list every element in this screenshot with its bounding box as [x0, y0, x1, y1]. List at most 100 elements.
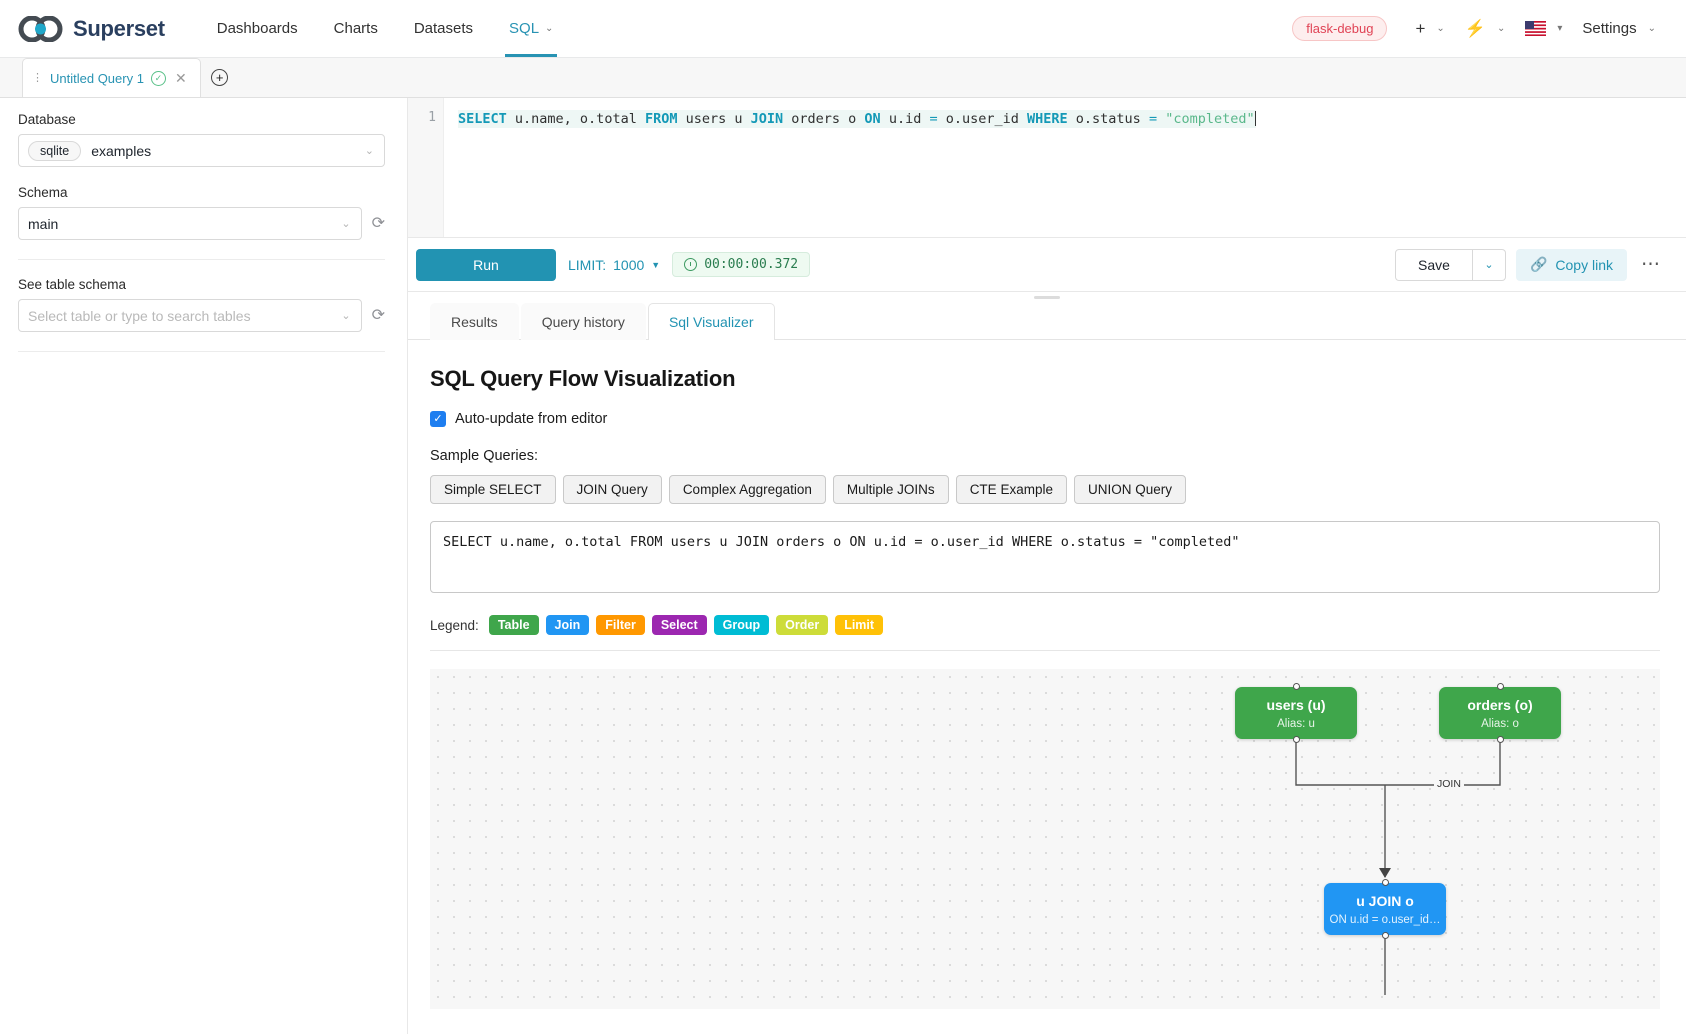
page-title: SQL Query Flow Visualization	[430, 366, 736, 391]
nav-link-dashboards[interactable]: Dashboards	[199, 0, 316, 57]
sample-button-join-query[interactable]: JOIN Query	[562, 475, 662, 504]
chevron-down-icon: ⌄	[341, 218, 351, 230]
legend-badge-limit: Limit	[835, 615, 884, 635]
editor-line-number: 1	[428, 110, 436, 125]
flow-node-users-title: users (u)	[1266, 696, 1326, 713]
navbar-right-group: flask-debug + ⌄ ⚡ ⌄ ▾	[1292, 14, 1664, 44]
sample-button-union-query[interactable]: UNION Query	[1073, 475, 1186, 504]
legend-badge-table: Table	[488, 615, 539, 635]
schema-value: main	[28, 215, 59, 232]
chevron-down-icon: ⌄	[341, 310, 351, 322]
drag-dots-icon[interactable]: ⋮	[32, 72, 43, 84]
editor-gutter: 1	[408, 98, 444, 237]
close-icon[interactable]: ✕	[174, 69, 187, 86]
clock-icon	[684, 258, 698, 271]
limit-label: LIMIT:	[568, 256, 607, 273]
nav-link-charts[interactable]: Charts	[316, 0, 396, 57]
tab-results[interactable]: Results	[430, 303, 519, 340]
caret-down-icon: ▾	[1557, 23, 1563, 34]
more-options-icon[interactable]: ⋯	[1641, 254, 1660, 275]
bolt-icon: ⚡	[1464, 18, 1486, 38]
save-dropdown-button[interactable]: ⌄	[1472, 248, 1506, 281]
flow-node-orders[interactable]: orders (o) Alias: o	[1439, 683, 1561, 743]
plus-circle-icon: +	[211, 69, 229, 86]
flow-edge-label-join: JOIN	[1434, 778, 1464, 790]
auto-update-row: ✓ Auto-update from editor	[430, 411, 1660, 427]
settings-button[interactable]: Settings ⌄	[1574, 15, 1664, 42]
auto-update-checkbox[interactable]: ✓	[430, 411, 446, 427]
brand-title: Superset	[73, 15, 165, 41]
sql-editor[interactable]: 1 SELECT u.name, o.total FROM users u JO…	[408, 98, 1686, 238]
run-button[interactable]: Run	[416, 248, 556, 281]
editor-code-area[interactable]: SELECT u.name, o.total FROM users u JOIN…	[444, 98, 1686, 237]
sample-button-multiple-joins[interactable]: Multiple JOINs	[832, 475, 949, 504]
visualizer-query-input[interactable]	[430, 521, 1660, 593]
toolbar-right-group: Save ⌄ 🔗 Copy link ⋯	[1395, 248, 1664, 281]
sample-button-cte-example[interactable]: CTE Example	[955, 475, 1067, 504]
sidebar-divider-2	[18, 351, 385, 352]
editor-panel: 1 SELECT u.name, o.total FROM users u JO…	[408, 98, 1686, 1034]
nav-links: Dashboards Charts Datasets SQL ⌄	[199, 0, 572, 57]
sample-queries-label: Sample Queries:	[430, 448, 538, 464]
schema-label: Schema	[18, 185, 68, 200]
tab-sql-visualizer[interactable]: Sql Visualizer	[647, 303, 775, 340]
refresh-schema-icon[interactable]: ⟳	[371, 214, 385, 232]
limit-dropdown[interactable]: LIMIT: 1000 ▼	[568, 257, 660, 273]
save-button[interactable]: Save	[1395, 248, 1473, 281]
bolt-button[interactable]: ⚡ ⌄	[1457, 14, 1514, 44]
query-timer-value: 00:00:00.372	[704, 257, 799, 272]
settings-label: Settings	[1582, 20, 1637, 37]
nav-link-dashboards-label: Dashboards	[216, 20, 298, 37]
superset-logo-icon	[18, 15, 64, 42]
database-select[interactable]: sqlite examples ⌄	[18, 134, 385, 167]
table-row: Select table or type to search tables ⌄ …	[18, 299, 385, 332]
table-select[interactable]: Select table or type to search tables ⌄	[18, 299, 362, 332]
add-query-tab-button[interactable]: +	[201, 58, 239, 97]
nav-link-datasets[interactable]: Datasets	[396, 0, 491, 57]
node-handle-top[interactable]	[1381, 879, 1389, 886]
legend-label: Legend:	[430, 617, 479, 633]
node-handle-bottom[interactable]	[1496, 736, 1504, 743]
nav-link-datasets-label: Datasets	[413, 20, 474, 37]
brand-logo-group[interactable]: Superset	[18, 15, 165, 42]
legend-badge-order: Order	[776, 615, 829, 635]
nav-link-sql[interactable]: SQL ⌄	[491, 0, 571, 57]
query-tab-bar: ⋮ Untitled Query 1 ✓ ✕ +	[0, 58, 1686, 98]
legend-badge-group: Group	[713, 615, 770, 635]
sample-button-complex-aggregation[interactable]: Complex Aggregation	[668, 475, 826, 504]
panel-resize-handle[interactable]	[408, 292, 1686, 303]
save-button-group: Save ⌄	[1395, 248, 1506, 281]
flow-node-join-title: u JOIN o	[1356, 892, 1414, 909]
node-handle-bottom[interactable]	[1292, 736, 1300, 743]
flow-canvas[interactable]: users (u) Alias: u orders (o) Alias: o u…	[430, 669, 1660, 1009]
legend: Legend: Table Join Filter Select Group O…	[430, 598, 1660, 651]
new-item-button[interactable]: + ⌄	[1407, 14, 1452, 44]
flow-node-join[interactable]: u JOIN o ON u.id = o.user_id…	[1324, 879, 1446, 939]
editor-toolbar: Run LIMIT: 1000 ▼ 00:00:00.372 Save ⌄ 🔗	[408, 238, 1686, 292]
chevron-down-icon: ⌄	[1436, 23, 1445, 34]
limit-value: 1000	[613, 256, 645, 273]
flow-node-orders-title: orders (o)	[1467, 696, 1533, 713]
copy-link-button[interactable]: 🔗 Copy link	[1515, 248, 1627, 281]
node-handle-top[interactable]	[1496, 683, 1504, 690]
schema-select[interactable]: main ⌄	[18, 207, 362, 240]
query-tab-untitled-query-1[interactable]: ⋮ Untitled Query 1 ✓ ✕	[22, 58, 201, 97]
node-handle-bottom[interactable]	[1381, 932, 1389, 939]
node-handle-top[interactable]	[1292, 683, 1300, 690]
flow-node-users[interactable]: users (u) Alias: u	[1235, 683, 1357, 743]
tab-query-history[interactable]: Query history	[520, 303, 646, 340]
flask-debug-badge: flask-debug	[1292, 16, 1388, 41]
refresh-tables-icon[interactable]: ⟳	[371, 306, 385, 324]
nav-link-charts-label: Charts	[333, 20, 378, 37]
database-engine-tag: sqlite	[28, 140, 82, 161]
editor-code-line: SELECT u.name, o.total FROM users u JOIN…	[458, 110, 1256, 128]
top-navbar: Superset Dashboards Charts Datasets SQL …	[0, 0, 1686, 58]
legend-badge-join: Join	[545, 615, 590, 635]
us-flag-icon	[1525, 21, 1547, 36]
flow-node-join-subtitle: ON u.id = o.user_id…	[1329, 913, 1441, 926]
sample-button-simple-select[interactable]: Simple SELECT	[430, 475, 556, 504]
visualizer-inner: SQL Query Flow Visualization ✓ Auto-upda…	[430, 366, 1660, 1009]
language-button[interactable]: ▾	[1517, 16, 1570, 41]
chevron-down-icon: ⌄	[1647, 23, 1656, 34]
link-icon: 🔗	[1529, 256, 1548, 272]
